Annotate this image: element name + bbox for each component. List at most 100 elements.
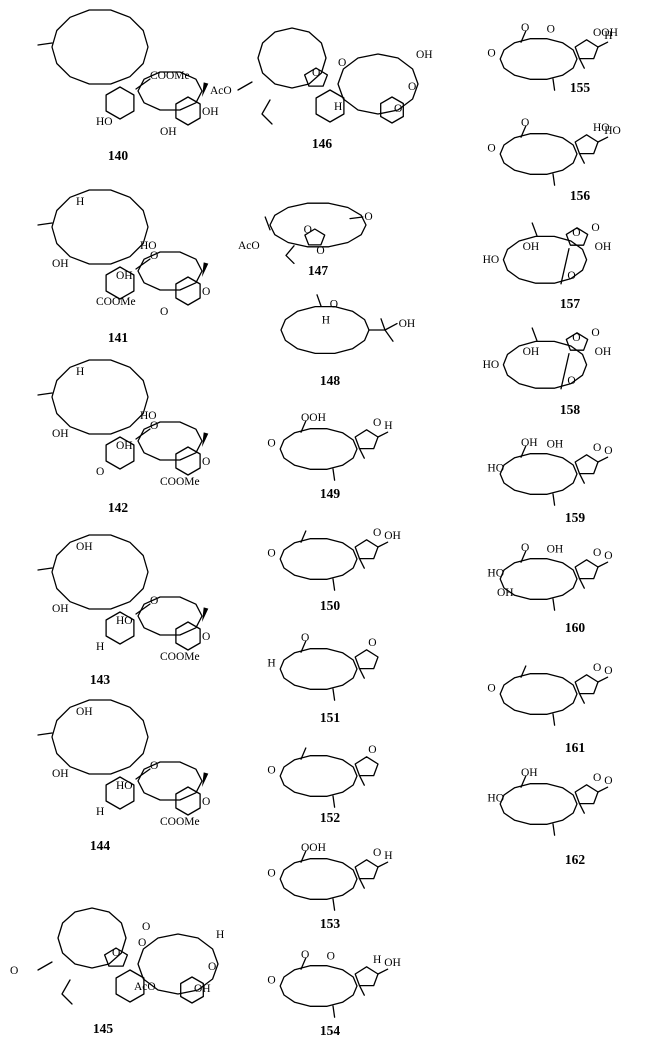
cyclohexene-ring bbox=[105, 266, 135, 300]
macrocycle-ring bbox=[51, 699, 149, 775]
butenolide-ring bbox=[354, 966, 379, 987]
macrocycle-ring bbox=[269, 202, 367, 248]
atom-label-h: H bbox=[604, 30, 612, 42]
atom-label-oh: OH bbox=[52, 428, 69, 440]
methyl-bond bbox=[380, 318, 386, 331]
methyl-bond bbox=[300, 747, 307, 760]
atom-label-ooh: OOH bbox=[593, 27, 618, 39]
atom-label-ho: HO bbox=[487, 568, 504, 580]
methyl-bond bbox=[332, 1005, 336, 1018]
atom-label-o: O bbox=[10, 965, 18, 977]
macrocycle-ring bbox=[279, 755, 358, 797]
atom-label-o: O bbox=[150, 420, 158, 432]
atom-label-o: O bbox=[338, 57, 346, 69]
macrocycle-ring-a bbox=[57, 907, 127, 969]
atom-label-o: O bbox=[330, 299, 338, 311]
methyl-bond bbox=[300, 957, 307, 970]
atom-label-oh: OH bbox=[521, 437, 538, 449]
macrocycle-ring bbox=[279, 648, 358, 690]
methyl-bond bbox=[578, 802, 585, 814]
macrocycle-ring-b bbox=[337, 53, 419, 115]
atom-label-o: O bbox=[567, 270, 575, 282]
atom-label-o: O bbox=[364, 211, 372, 223]
macrocycle-ring bbox=[279, 428, 358, 470]
macrocycle-ring bbox=[279, 858, 358, 900]
methyl-bond bbox=[300, 850, 307, 863]
macrocycle-ring bbox=[499, 783, 578, 825]
carbonyl-bond bbox=[597, 676, 609, 683]
compound-number: 148 bbox=[320, 373, 341, 388]
cyclohexene-ring bbox=[115, 969, 145, 1003]
cyclohexene-ring bbox=[105, 86, 135, 120]
isopropyl-bond bbox=[61, 979, 73, 1005]
atom-label-o: O bbox=[208, 961, 216, 973]
atom-label-ho: HO bbox=[116, 615, 133, 627]
atom-label-o: O bbox=[604, 445, 612, 457]
second-macrocycle-ring bbox=[137, 421, 203, 461]
methyl-bond bbox=[332, 688, 336, 701]
lactone-ring bbox=[565, 332, 589, 351]
atom-label-o: O bbox=[604, 550, 612, 562]
cyclohexene-ring bbox=[105, 776, 135, 810]
methyl-bond bbox=[531, 327, 538, 342]
atom-label-o: O bbox=[373, 527, 381, 539]
ketone-bond bbox=[349, 216, 364, 220]
atom-label-o: O bbox=[521, 542, 529, 554]
compound-number: 155 bbox=[570, 80, 591, 95]
butenolide-ring bbox=[574, 134, 599, 155]
atom-label-h: H bbox=[384, 420, 392, 432]
methyl-bond bbox=[332, 795, 336, 808]
atom-label-ho: HO bbox=[483, 254, 500, 266]
dihydrofuran-ring bbox=[354, 649, 379, 670]
compound-number: 152 bbox=[320, 810, 341, 825]
carbonyl-bond bbox=[377, 541, 389, 548]
methyl-bond bbox=[37, 567, 53, 571]
atom-label-o: O bbox=[301, 949, 309, 961]
atom-label-ho: HO bbox=[140, 410, 157, 422]
ether-bridge-bond bbox=[560, 247, 570, 285]
methyl-bond bbox=[520, 445, 527, 458]
atom-label-o: O bbox=[572, 227, 580, 239]
methyl-bond bbox=[332, 898, 336, 911]
methyl-bond bbox=[578, 472, 585, 484]
methyl-bond bbox=[37, 222, 53, 226]
atom-label-o: O bbox=[368, 744, 376, 756]
methyl-bond bbox=[384, 329, 394, 342]
compound-number: 161 bbox=[565, 740, 586, 755]
methyl-bond bbox=[552, 78, 556, 91]
atom-label-ho: HO bbox=[487, 463, 504, 475]
carbonyl-bond bbox=[377, 431, 389, 438]
tetrahydropyran-ring bbox=[175, 621, 201, 651]
compound-number: 145 bbox=[93, 1021, 114, 1036]
atom-label-o: O bbox=[604, 775, 612, 787]
atom-label-oh: OH bbox=[116, 270, 133, 282]
atom-label-o: O bbox=[373, 417, 381, 429]
atom-label-h: H bbox=[96, 806, 104, 818]
methyl-bond bbox=[358, 877, 365, 889]
atom-label-aco: AcO bbox=[238, 240, 260, 252]
methyl-bond bbox=[578, 57, 585, 69]
methyl-bond bbox=[332, 468, 336, 481]
atom-label-o: O bbox=[408, 81, 416, 93]
methyl-bond bbox=[37, 42, 53, 46]
lactone-ring bbox=[304, 228, 326, 246]
tetrahydropyran-ring bbox=[175, 786, 201, 816]
methyl-wedge bbox=[202, 82, 209, 97]
acetate-bond bbox=[237, 81, 253, 91]
atom-label-ho: HO bbox=[593, 122, 610, 134]
carbonyl-bond bbox=[377, 861, 389, 868]
compound-number: 157 bbox=[560, 296, 581, 311]
atom-label-oh: OH bbox=[52, 768, 69, 780]
second-macrocycle-ring bbox=[137, 761, 203, 801]
atom-label-o: O bbox=[304, 224, 312, 236]
atom-label-o: O bbox=[572, 332, 580, 344]
